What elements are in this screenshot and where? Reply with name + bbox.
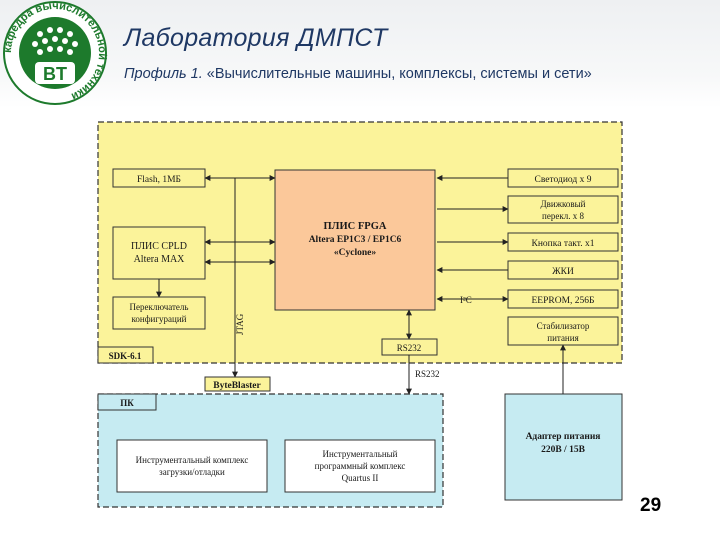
lcd-label: ЖКИ	[552, 267, 574, 277]
block-diagram: Flash, 1МБ ПЛИС CPLD Altera MAX Переключ…	[95, 117, 626, 510]
fpga-label-3: «Cyclone»	[334, 248, 376, 258]
subtitle-lead: Профиль 1.	[124, 66, 203, 82]
pc-label-box	[97, 393, 157, 411]
button-label: Кнопка такт. х1	[532, 239, 595, 249]
tool-complex-label-1: Инструментальный комплекс	[136, 455, 249, 465]
cpld-box	[112, 226, 206, 280]
fpga-label-2: Altera EP1C3 / EP1C6	[309, 235, 402, 245]
byteblaster-label: ByteBlaster	[213, 381, 261, 391]
stabilizer-box	[507, 316, 619, 346]
cpld-label-1: ПЛИС CPLD	[131, 241, 187, 252]
tool-complex-box	[116, 439, 268, 493]
adapter-label-2: 220В / 15В	[541, 445, 585, 455]
header-band	[0, 0, 720, 108]
page-subtitle: Профиль 1. «Вычислительные машины, компл…	[124, 66, 592, 82]
rs232-box-label: RS232	[397, 343, 422, 353]
department-logo: кафедра вычислительной техники BT	[2, 0, 108, 105]
stabilizer-label-1: Стабилизатор	[537, 321, 590, 331]
dip-switch-box	[507, 195, 619, 224]
logo-badge-text: BT	[43, 64, 67, 84]
switch-box	[112, 296, 206, 330]
led-label: Светодиод х 9	[535, 175, 592, 185]
switch-label-1: Переключатель	[129, 302, 188, 312]
quartus-label-2: программный комплекс	[315, 461, 406, 471]
rs232-wire-label: RS232	[415, 369, 440, 379]
jtag-label: JTAG	[235, 313, 245, 335]
block-diagram-svg: Flash, 1МБ ПЛИС CPLD Altera MAX Переключ…	[97, 121, 623, 508]
quartus-label-3: Quartus II	[342, 473, 379, 483]
fpga-label-1: ПЛИС FPGA	[324, 221, 387, 232]
page-title: Лаборатория ДМПСТ	[124, 24, 388, 52]
i2c-label: I²C	[460, 295, 472, 305]
dip-label-1: Движковый	[541, 199, 586, 209]
stabilizer-label-2: питания	[547, 333, 578, 343]
fpga-box	[274, 169, 436, 311]
pc-label: ПК	[120, 398, 134, 408]
switch-label-2: конфигураций	[131, 314, 186, 324]
flash-label: Flash, 1МБ	[137, 175, 181, 185]
sdk-label: SDK-6.1	[109, 351, 142, 361]
sdk-label-box	[97, 346, 154, 364]
quartus-box	[284, 439, 436, 493]
eeprom-label: EEPROM, 256Б	[532, 296, 595, 306]
adapter-label-1: Адаптер питания	[526, 432, 601, 442]
dip-label-2: перекл. х 8	[542, 211, 584, 221]
subtitle-text: «Вычислительные машины, комплексы, систе…	[202, 66, 592, 82]
cpld-label-2: Altera MAX	[134, 254, 186, 265]
tool-complex-label-2: загрузки/отладки	[159, 467, 225, 477]
quartus-label-1: Инструментальный	[322, 449, 397, 459]
page-number: 29	[640, 495, 662, 516]
